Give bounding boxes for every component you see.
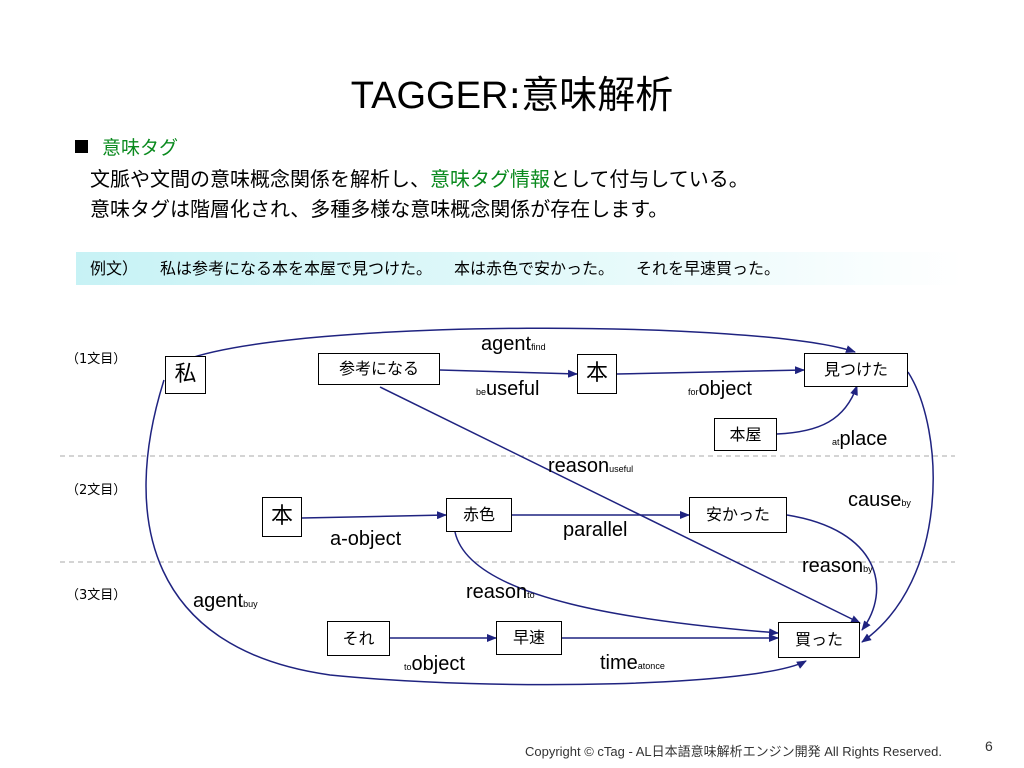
line1-part-c: として付与している。 xyxy=(550,167,749,191)
sentence-label-1: （1文目） xyxy=(66,352,127,367)
edge-cause-by xyxy=(861,371,934,643)
edge-a-object xyxy=(301,511,447,520)
label-be-useful: beuseful xyxy=(476,378,540,400)
node-mitsuketa: 見つけた xyxy=(804,353,908,387)
edge-reason-by xyxy=(786,514,878,631)
square-bullet-icon xyxy=(75,140,88,153)
edge-reason-useful xyxy=(379,386,861,624)
edge-reason-to xyxy=(454,531,779,637)
title-colon: : xyxy=(508,73,522,117)
line1-highlight: 意味タグ情報 xyxy=(430,167,550,191)
label-for-object: forobject xyxy=(688,378,752,400)
edge-at-place xyxy=(776,385,858,435)
label-to-object: toobject xyxy=(404,653,465,675)
node-yasukatta: 安かった xyxy=(689,497,787,533)
node-sore: それ xyxy=(327,621,390,656)
page-number: 6 xyxy=(985,738,993,754)
example-sentence-1: 私は参考になる本を本屋で見つけた。 xyxy=(160,259,433,278)
node-sassoku: 早速 xyxy=(496,621,562,655)
label-time-atonce: timeatonce xyxy=(600,652,665,674)
label-cause-by: causeby xyxy=(848,489,911,511)
example-sentence-3: それを早速買った。 xyxy=(636,259,781,278)
node-watashi: 私 xyxy=(165,356,206,394)
node-hon-2: 本 xyxy=(262,497,302,537)
sentence-label-3: （3文目） xyxy=(66,588,127,603)
label-at-place: atplace xyxy=(832,428,888,450)
copyright-footer: Copyright © cTag - AL日本語意味解析エンジン開発 All R… xyxy=(524,744,942,759)
node-akairo: 赤色 xyxy=(446,498,512,532)
description-line-2: 意味タグは階層化され、多種多様な意味概念関係が存在します。 xyxy=(90,197,669,221)
title-ja: 意味解析 xyxy=(521,73,674,117)
example-sentence-bar: 例文） 私は参考になる本を本屋で見つけた。 本は赤色で安かった。 それを早速買った。 xyxy=(76,252,963,285)
node-katta: 買った xyxy=(778,622,860,658)
label-agent-find: agentfind xyxy=(481,333,546,355)
node-honya: 本屋 xyxy=(714,418,777,451)
example-label: 例文） xyxy=(90,259,139,278)
label-a-object: a-object xyxy=(330,528,402,550)
label-reason-to: reasonto xyxy=(466,581,535,603)
title-en: TAGGER xyxy=(350,75,509,117)
sentence-label-2: （2文目） xyxy=(66,483,127,498)
label-reason-useful: reasonuseful xyxy=(548,455,634,477)
edge-agent-find xyxy=(184,327,856,361)
node-hon-1: 本 xyxy=(577,354,617,394)
label-agent-buy: agentbuy xyxy=(193,590,258,612)
example-sentence-2: 本は赤色で安かった。 xyxy=(454,259,615,278)
label-parallel: parallel xyxy=(563,519,628,541)
slide-title: TAGGER:意味解析 xyxy=(0,70,1024,121)
node-sankou-ni-naru: 参考になる xyxy=(318,353,440,385)
description-line-1: 文脈や文間の意味概念関係を解析し、意味タグ情報として付与している。 xyxy=(90,165,749,193)
line1-part-a: 文脈や文間の意味概念関係を解析し、 xyxy=(90,167,430,191)
edge-for-object xyxy=(616,366,805,375)
label-reason-by: reasonby xyxy=(802,555,873,577)
edge-agent-buy xyxy=(145,379,807,686)
edge-be-useful xyxy=(439,369,578,378)
section-heading: 意味タグ xyxy=(102,137,179,159)
section-heading-row: 意味タグ xyxy=(75,135,178,161)
